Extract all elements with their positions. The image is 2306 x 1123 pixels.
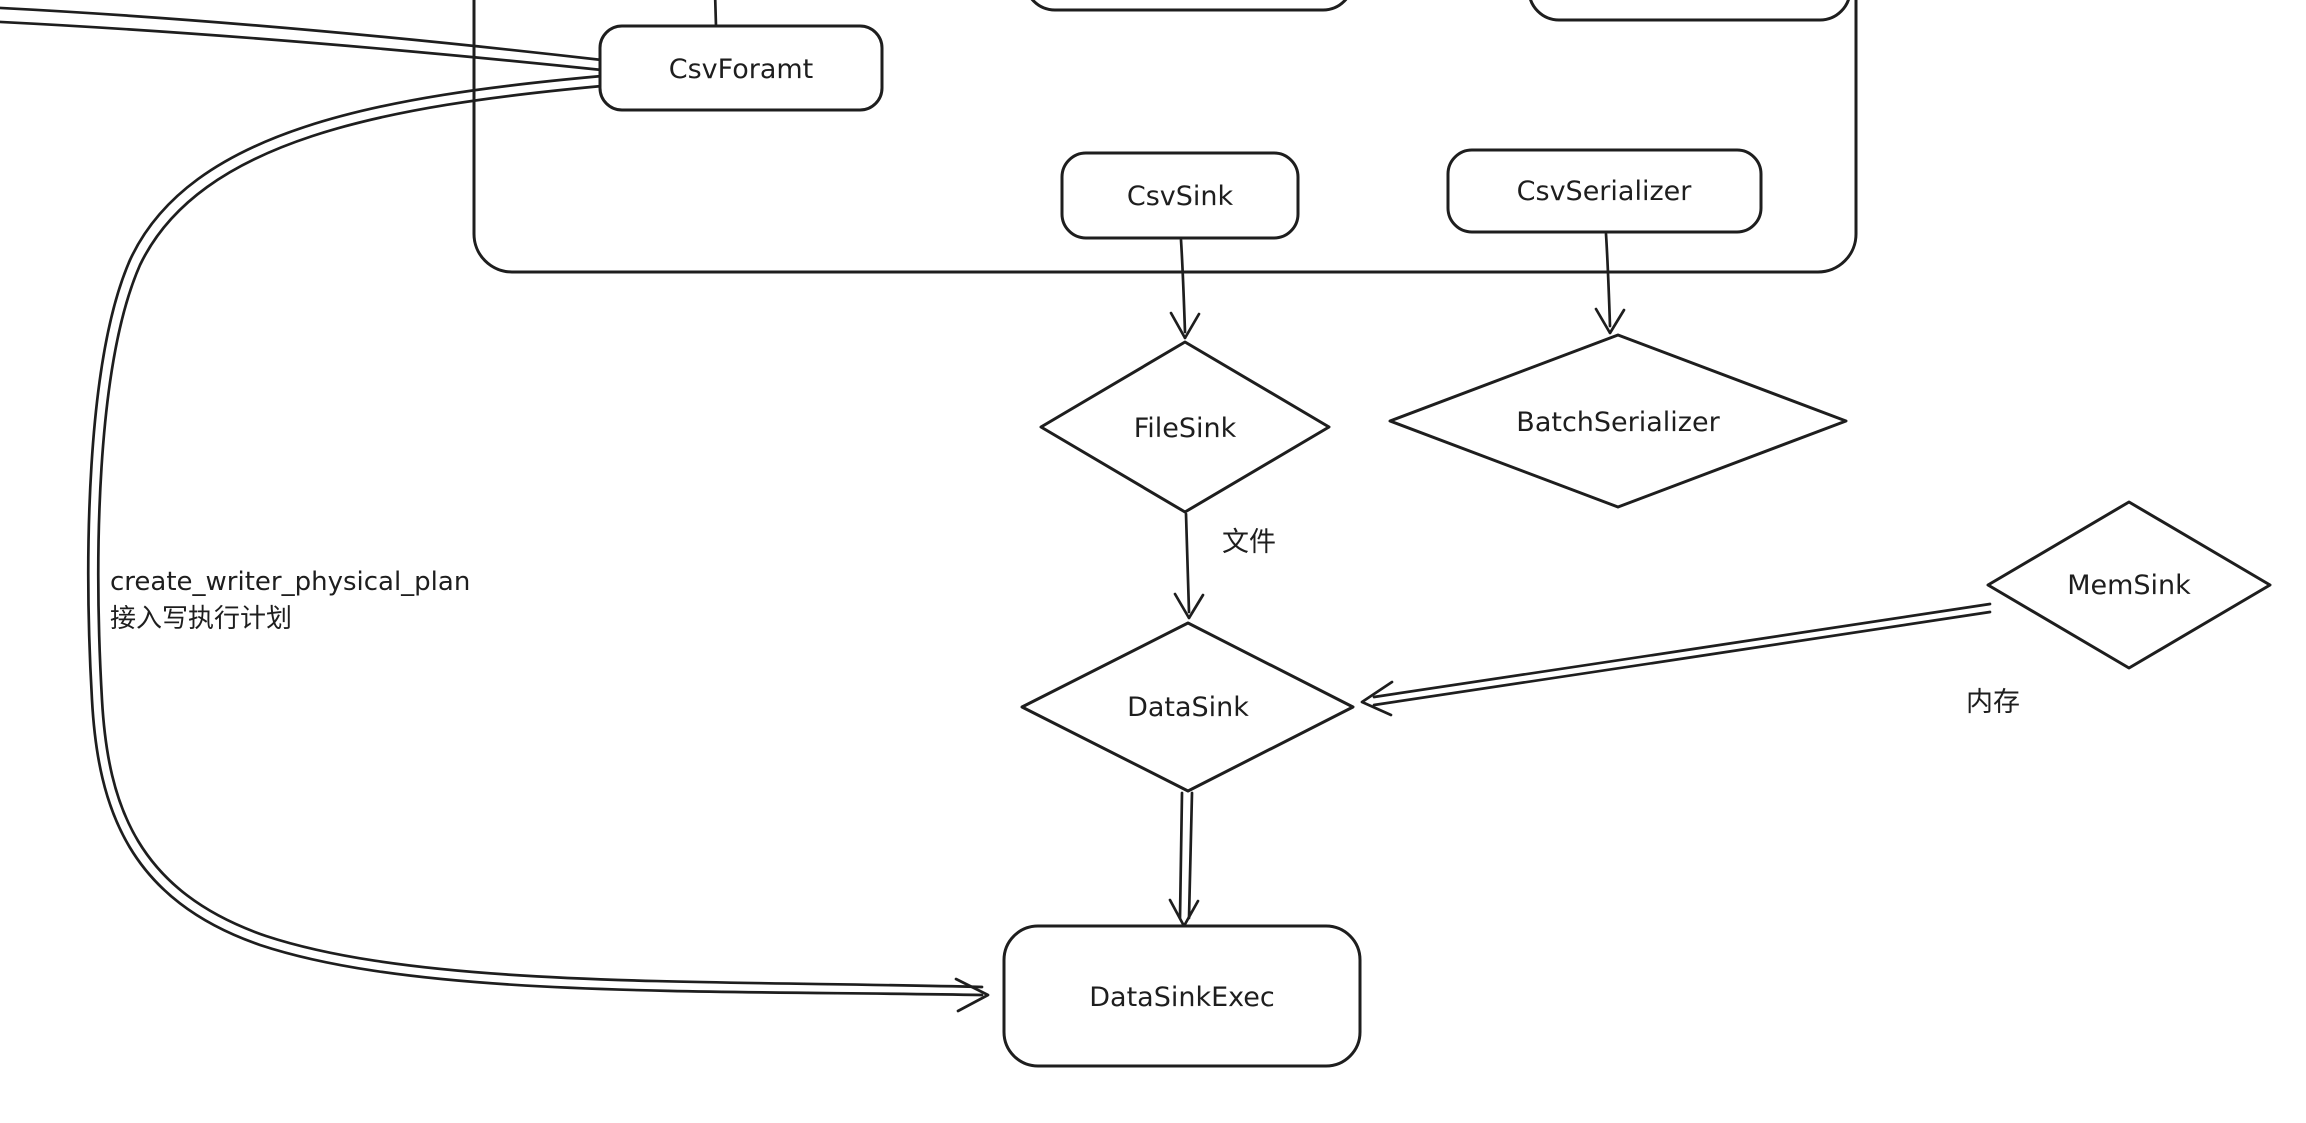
edge-offscreen-to-csvforamt-b bbox=[0, 20, 604, 72]
partial-box-top-right bbox=[1529, 0, 1850, 22]
arrowhead-datasink-right bbox=[1360, 680, 1394, 717]
note-create-writer-line1: create_writer_physical_plan bbox=[110, 567, 470, 597]
arrowhead-datasink-top bbox=[1173, 592, 1205, 620]
node-csvsink-label: CsvSink bbox=[1127, 181, 1234, 212]
arrowhead-filesink-top bbox=[1169, 311, 1201, 340]
note-create-writer-line2: 接入写执行计划 bbox=[110, 604, 292, 634]
node-datasinkexec-box bbox=[1002, 924, 1362, 1068]
node-datasink-diamond bbox=[1020, 621, 1355, 793]
node-memsink-label: MemSink bbox=[2067, 570, 2191, 601]
arrowhead-datasinkexec-left bbox=[954, 977, 990, 1013]
node-csvserializer-box bbox=[1446, 148, 1763, 234]
node-batchserializer-diamond bbox=[1388, 333, 1848, 509]
edge-filesink-to-datasink bbox=[1184, 512, 1191, 614]
arrowhead-batchserializer-top bbox=[1594, 307, 1626, 335]
edge-label-memory: 内存 bbox=[1966, 687, 2020, 718]
node-filesink-label: FileSink bbox=[1134, 413, 1237, 444]
node-csvforamt-label: CsvForamt bbox=[669, 54, 814, 85]
node-memsink-diamond bbox=[1986, 500, 2272, 670]
edge-csvforamt-to-datasinkexec-b bbox=[96, 84, 984, 989]
edge-csvserializer-to-batchserializer bbox=[1604, 232, 1612, 328]
node-datasinkexec-label: DataSinkExec bbox=[1089, 982, 1275, 1013]
node-csvserializer-label: CsvSerializer bbox=[1517, 176, 1693, 207]
node-datasink-label: DataSink bbox=[1127, 692, 1249, 723]
edge-datasink-to-datasinkexec-a bbox=[1178, 791, 1184, 920]
node-filesink-diamond bbox=[1039, 340, 1331, 514]
arrowhead-datasinkexec-top bbox=[1168, 898, 1200, 928]
node-csvforamt-box bbox=[598, 24, 884, 112]
edge-memsink-to-datasink-b bbox=[1372, 610, 1992, 707]
node-batchserializer-label: BatchSerializer bbox=[1516, 407, 1720, 438]
node-csvsink-box bbox=[1060, 151, 1300, 240]
edge-datasink-to-datasinkexec-b bbox=[1187, 791, 1194, 920]
edge-csvforamt-to-datasinkexec-a bbox=[86, 74, 984, 997]
partial-box-top-middle bbox=[1030, 0, 1348, 12]
edge-label-file: 文件 bbox=[1222, 527, 1276, 558]
edge-offscreen-to-csvforamt-a bbox=[0, 6, 604, 62]
edge-csvsink-to-filesink bbox=[1179, 238, 1187, 334]
edge-memsink-to-datasink-a bbox=[1372, 602, 1992, 699]
connector-stub bbox=[713, 0, 718, 28]
